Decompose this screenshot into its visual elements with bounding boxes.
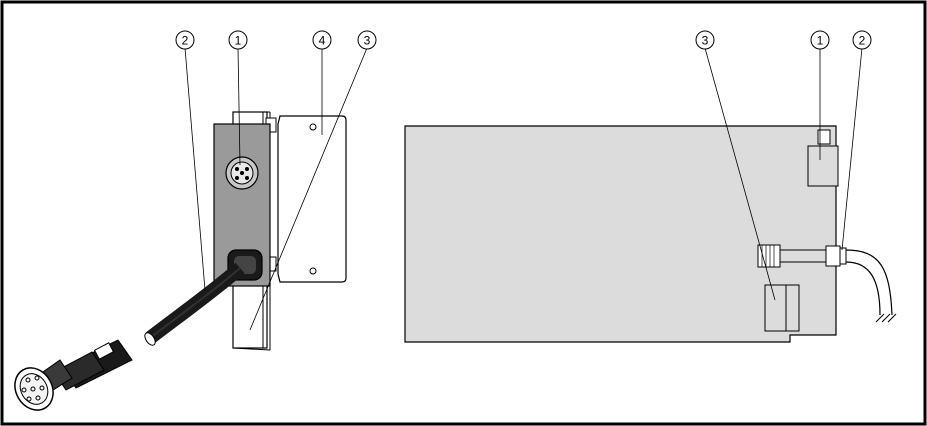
callout-1-right: 1 [810, 30, 830, 50]
cover-plate [277, 115, 347, 283]
leader-3-right [704, 47, 776, 301]
cable [145, 262, 245, 344]
right-view: 3 1 2 [404, 30, 897, 343]
exit-cable [845, 249, 893, 316]
main-board [404, 125, 837, 343]
leader-2-left [184, 47, 206, 291]
screw-hole-bottom [309, 267, 317, 275]
callout-3-left: 3 [357, 30, 377, 50]
screw-hole-top [309, 123, 317, 131]
svg-text:4: 4 [319, 34, 326, 48]
board-connector [807, 145, 839, 187]
svg-text:3: 3 [702, 34, 709, 48]
callout-1-left: 1 [228, 30, 248, 50]
callout-3-right: 3 [695, 30, 715, 50]
circular-plug [14, 339, 133, 411]
board-bracket [764, 284, 800, 332]
callout-2-left: 2 [175, 30, 195, 50]
callout-2-right: 2 [852, 30, 872, 50]
svg-text:2: 2 [182, 34, 189, 48]
callout-4-left: 4 [312, 30, 332, 50]
leader-3-left [249, 47, 368, 331]
cable-clamp [825, 245, 841, 267]
svg-text:2: 2 [859, 34, 866, 48]
header-connector [757, 244, 781, 268]
svg-text:1: 1 [235, 34, 242, 48]
svg-text:3: 3 [364, 34, 371, 48]
leader-1-left [237, 47, 241, 166]
left-view: 2 1 4 3 [14, 30, 377, 411]
leader-2-right [841, 47, 863, 251]
svg-text:1: 1 [817, 34, 824, 48]
